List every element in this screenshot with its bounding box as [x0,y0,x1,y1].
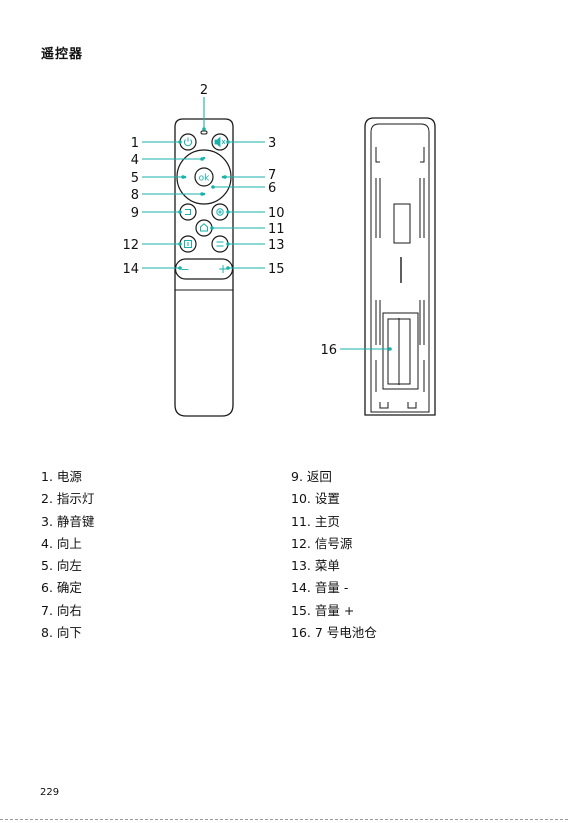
legend-item: 2. 指示灯 [41,488,94,510]
power-button[interactable] [180,134,196,150]
volume-rocker[interactable]: − + [176,259,233,279]
legend-item: 3. 静音键 [41,511,94,533]
callout-7: 7 [268,168,276,183]
volume-down-icon[interactable]: − [180,263,189,276]
mute-icon [215,138,225,147]
legend-item: 15. 音量 + [291,600,377,622]
legend-item: 11. 主页 [291,511,377,533]
callout-15: 15 [268,262,285,277]
home-button[interactable] [196,220,212,236]
back-icon [185,210,191,215]
callout-9: 9 [131,206,139,221]
gear-icon [217,209,223,215]
legend-item: 14. 音量 - [291,577,377,599]
callout-2: 2 [200,83,208,98]
source-button[interactable] [180,236,196,252]
home-icon [201,224,208,231]
callout-14: 14 [122,262,139,277]
callout-5: 5 [131,171,139,186]
legend-item: 4. 向上 [41,533,94,555]
callout-dots [178,127,392,351]
legend-item: 7. 向右 [41,600,94,622]
indicator-light [201,131,207,134]
dpad: ok [177,150,231,204]
power-icon [184,138,191,146]
legend-item: 1. 电源 [41,466,94,488]
legend-right: 9. 返回 10. 设置 11. 主页 12. 信号源 13. 菜单 14. 音… [291,466,377,644]
source-icon [185,241,192,248]
back-button[interactable] [180,204,196,220]
callout-12: 12 [122,238,139,253]
legend-left: 1. 电源 2. 指示灯 3. 静音键 4. 向上 5. 向左 6. 确定 7.… [41,466,94,644]
callout-1: 1 [131,136,139,151]
legend-item: 5. 向左 [41,555,94,577]
callout-11: 11 [268,222,285,237]
legend-item: 9. 返回 [291,466,377,488]
callout-lines [142,97,390,349]
callout-3: 3 [268,136,276,151]
callout-10: 10 [268,206,285,221]
legend-item: 13. 菜单 [291,555,377,577]
legend-item: 10. 设置 [291,488,377,510]
menu-button[interactable] [212,236,228,252]
battery-compartment [383,313,418,389]
mute-button[interactable] [212,134,228,150]
callout-8: 8 [131,188,139,203]
ok-label: ok [199,174,211,184]
ok-button[interactable]: ok [195,168,213,186]
legend-item: 12. 信号源 [291,533,377,555]
legend-item: 6. 确定 [41,577,94,599]
menu-icon [217,242,224,246]
settings-button[interactable] [212,204,228,220]
legend-item: 8. 向下 [41,622,94,644]
callout-6: 6 [268,181,276,196]
remote-back [365,118,435,415]
callout-13: 13 [268,238,285,253]
callout-16: 16 [320,343,337,358]
callout-4: 4 [131,153,139,168]
page-number: 229 [40,787,59,798]
legend-item: 16. 7 号电池仓 [291,622,377,644]
footer-divider [0,819,568,820]
